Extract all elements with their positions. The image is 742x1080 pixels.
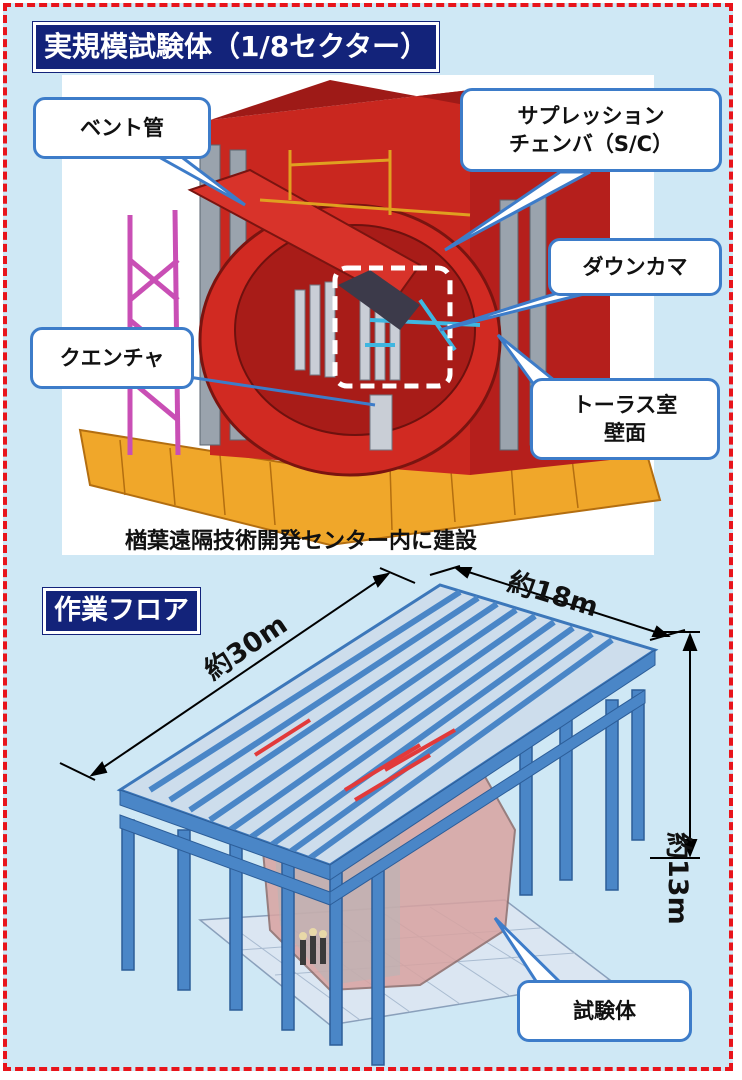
vent-pipe [187, 168, 422, 302]
callout-suppression-chamber-line1: サプレッション [517, 104, 665, 128]
deck-gratings [148, 589, 614, 861]
frame-legs [121, 689, 645, 1066]
callout-torus-wall: トーラス室 壁面 [530, 378, 720, 460]
callout-downcomer-label: ダウンカマ [582, 255, 688, 279]
callout-vent-pipe: ベント管 [33, 97, 211, 159]
callout-vent-pipe-label: ベント管 [80, 116, 164, 140]
callout-quencher-label: クエンチャ [59, 346, 165, 370]
workers [299, 928, 327, 965]
callout-torus-wall-line2: 壁面 [604, 421, 646, 445]
callout-suppression-chamber-line2: チェンバ（S/C） [508, 132, 674, 156]
callout-torus-wall-line1: トーラス室 [572, 393, 678, 417]
dimension-lines [59, 565, 700, 859]
chamber-box-top [210, 80, 600, 130]
callout-downcomer: ダウンカマ [548, 238, 722, 296]
callout-test-body: 試験体 [517, 980, 692, 1042]
callout-suppression-chamber: サプレッション チェンバ（S/C） [460, 88, 722, 172]
top-title: 実規模試験体（1/8セクター） [33, 22, 440, 72]
dimension-height-label: 約13m [662, 832, 693, 925]
bottom-title: 作業フロア [43, 588, 200, 634]
callout-test-body-label: 試験体 [573, 999, 636, 1023]
callout-quencher: クエンチャ [30, 327, 194, 389]
downcomer-header [338, 270, 420, 330]
location-caption: 楢葉遠隔技術開発センター内に建設 [125, 529, 478, 554]
